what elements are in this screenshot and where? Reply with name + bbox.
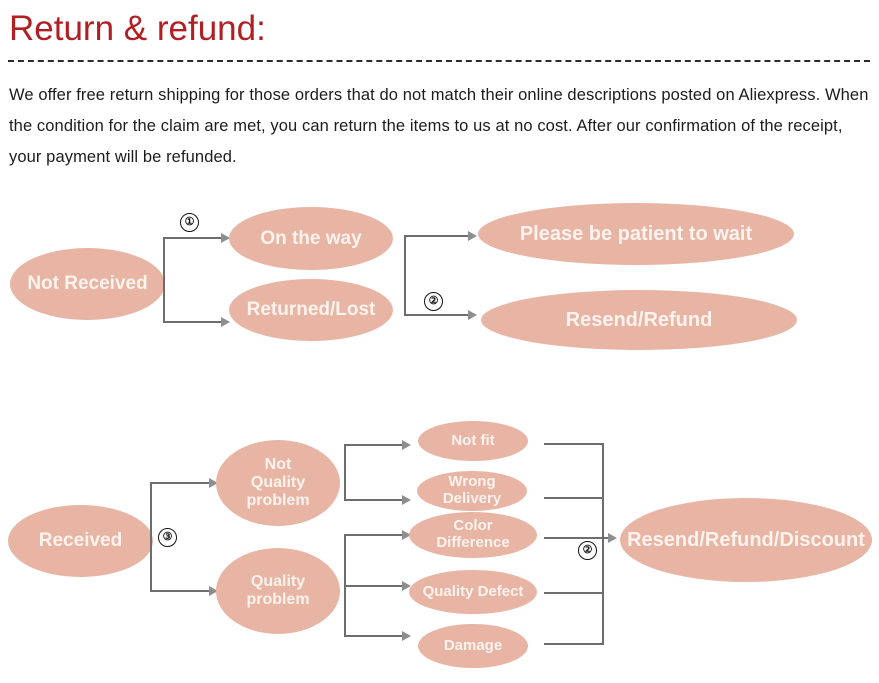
arrowhead-quality-problem: [209, 586, 218, 596]
arrowhead-not-fit: [402, 440, 411, 450]
label-line-2: problem: [246, 591, 310, 608]
node-label-multiline: Quality problem: [246, 573, 309, 609]
label-line-1: Not: [264, 456, 292, 474]
connector-merge-qualitydefect: [544, 592, 604, 594]
arrowhead-final-outcome: [608, 533, 617, 543]
policy-paragraph: We offer free return shipping for those …: [9, 86, 869, 166]
step-badge-1: ①: [180, 213, 199, 232]
connector-merge-wrongdelivery: [544, 497, 604, 499]
connector-merge-damage: [544, 643, 604, 645]
connector-not-received-split: [163, 237, 165, 322]
node-resend-refund: Resend/Refund: [481, 290, 797, 350]
node-label-multiline: Not Quality problem: [246, 456, 309, 510]
node-quality-defect: Quality Defect: [409, 570, 537, 614]
connector-condition-split: [404, 235, 406, 315]
connector-received-top: [150, 482, 211, 484]
label-line-2: Quality: [250, 474, 306, 492]
arrowhead-resend-refund: [468, 310, 477, 320]
arrowhead-please-be-patient: [468, 231, 477, 241]
arrowhead-returned-lost: [221, 317, 230, 327]
page-title: Return & refund:: [9, 9, 266, 48]
connector-wait-arm: [404, 235, 470, 237]
node-on-the-way: On the way: [229, 207, 393, 270]
node-damage: Damage: [418, 624, 528, 668]
connector-received-bottom: [150, 590, 211, 592]
step-badge-2-bottom: ②: [578, 541, 597, 560]
connector-received-split: [150, 482, 152, 591]
label-line-3: problem: [246, 491, 310, 509]
connector-merge-notfit: [544, 443, 604, 445]
node-please-be-patient-to-wait: Please be patient to wait: [478, 203, 794, 265]
connector-merge-spine: [602, 443, 604, 643]
label-line-1: Quality: [250, 573, 306, 591]
arrowhead-quality-defect: [402, 581, 411, 591]
title-divider: [8, 60, 870, 62]
connector-resend-arm: [404, 314, 470, 316]
connector-not-received-top: [163, 237, 223, 239]
node-received: Received: [8, 505, 153, 577]
arrowhead-wrong-delivery: [402, 495, 411, 505]
connector-damage-arm: [344, 635, 404, 637]
arrowhead-on-the-way: [221, 233, 230, 243]
connector-qualitydefect-arm: [344, 585, 404, 587]
node-returned-lost: Returned/Lost: [229, 279, 393, 341]
step-badge-2-top: ②: [424, 292, 443, 311]
connector-colordiff-arm: [344, 534, 404, 536]
node-not-received: Not Received: [10, 248, 165, 320]
step-badge-3: ③: [158, 528, 177, 547]
connector-notfit-arm: [344, 444, 404, 446]
arrowhead-damage: [402, 631, 411, 641]
node-wrong-delivery: Wrong Delivery: [417, 471, 527, 511]
node-not-fit: Not fit: [418, 421, 528, 461]
connector-wrongdelivery-arm: [344, 499, 404, 501]
node-color-difference: Color Difference: [409, 512, 537, 558]
connector-notquality-split: [344, 444, 346, 500]
connector-merge-colordiff: [544, 537, 604, 539]
connector-merge-out: [602, 537, 610, 539]
arrowhead-not-quality-problem: [209, 478, 218, 488]
node-quality-problem: Quality problem: [216, 548, 340, 634]
connector-quality-split: [344, 534, 346, 635]
arrowhead-color-difference: [402, 530, 411, 540]
connector-not-received-bottom: [163, 321, 223, 323]
node-not-quality-problem: Not Quality problem: [216, 440, 340, 526]
node-resend-refund-discount: Resend/Refund/Discount: [620, 498, 872, 582]
